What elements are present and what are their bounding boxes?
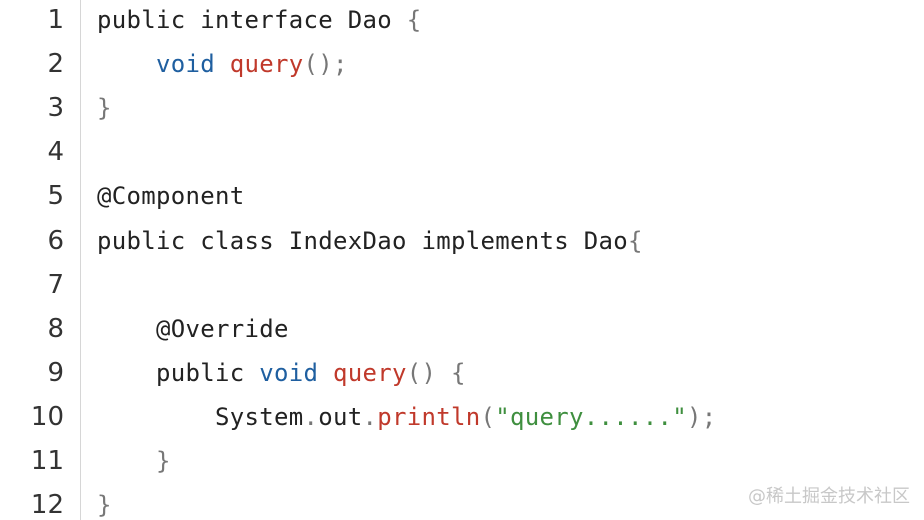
code-token: @Override [97, 314, 289, 343]
code-line: public class IndexDao implements Dao{ [97, 226, 643, 256]
code-token: @Component [97, 182, 245, 211]
code-token [97, 50, 156, 78]
code-token: { [406, 6, 422, 34]
code-line: @Override [97, 314, 289, 344]
code-token: () { [406, 358, 466, 387]
line-number: 11 [30, 446, 64, 476]
code-token: (); [303, 50, 348, 79]
code-token: query [229, 50, 304, 79]
code-line: } [97, 93, 112, 123]
code-token: ( [480, 402, 496, 431]
code-token [318, 359, 333, 387]
code-line: public void query() { [97, 358, 466, 388]
code-line: public interface Dao { [97, 5, 421, 35]
line-number: 8 [47, 313, 64, 344]
code-token: public [97, 358, 260, 387]
code-token: println [377, 402, 481, 431]
code-token: } [97, 94, 112, 123]
code-token: out [318, 402, 363, 431]
line-number: 12 [30, 490, 64, 520]
code-token: . [362, 402, 378, 431]
code-token: } [97, 447, 171, 475]
code-token: { [627, 226, 643, 255]
code-token: void [259, 358, 319, 387]
line-number: 7 [47, 269, 64, 300]
line-number: 3 [47, 93, 64, 124]
code-token: ); [687, 402, 717, 431]
code-line: void query(); [97, 49, 348, 79]
code-token: . [303, 402, 319, 431]
line-number: 6 [47, 225, 64, 256]
line-number: 10 [30, 401, 64, 432]
line-number: 4 [47, 137, 64, 168]
line-number: 1 [47, 5, 64, 35]
code-line: @Component [97, 181, 245, 211]
line-number: 9 [47, 357, 64, 388]
line-number: 5 [47, 181, 64, 212]
code-token: System [97, 402, 304, 431]
code-token: public class IndexDao implements Dao [97, 226, 628, 255]
code-token: query [333, 358, 407, 387]
code-line: } [97, 490, 112, 520]
code-token: "query......" [495, 402, 687, 431]
code-token [215, 50, 230, 78]
code-line: } [97, 446, 171, 476]
code-token: void [156, 50, 215, 79]
code-token: } [97, 491, 112, 520]
watermark-text: @稀土掘金技术社区 [748, 486, 910, 507]
code-token: public interface Dao [97, 6, 407, 34]
line-number: 2 [47, 49, 64, 80]
code-line: System.out.println("query......"); [97, 402, 717, 432]
